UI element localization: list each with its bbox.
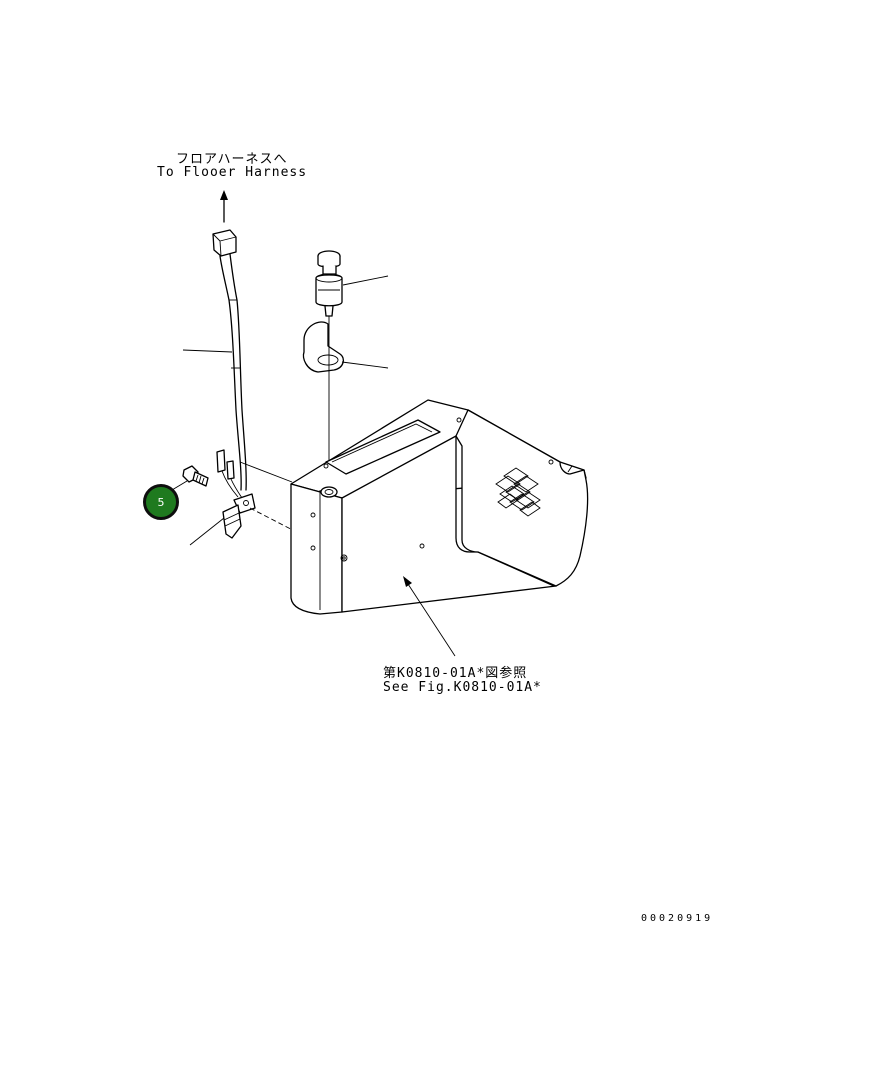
bracket-washer xyxy=(302,321,389,373)
cover-body xyxy=(290,399,589,615)
floor-harness-label-jp: フロアハーネスへ xyxy=(176,152,288,167)
bolt xyxy=(171,465,209,491)
reference-label-jp: 第K0810-01A*図参照 xyxy=(383,666,528,681)
vent-grille xyxy=(495,467,541,517)
floor-harness-arrow xyxy=(220,190,228,223)
knob xyxy=(315,250,389,317)
drawing-id: 00020919 xyxy=(641,913,714,924)
reference-label-en: See Fig.K0810-01A* xyxy=(383,680,542,695)
part-callout-5[interactable]: 5 xyxy=(143,484,179,520)
floor-harness-label-en: To Flooer Harness xyxy=(157,165,308,180)
reference-arrow xyxy=(403,576,456,657)
wire-harness xyxy=(182,229,256,546)
